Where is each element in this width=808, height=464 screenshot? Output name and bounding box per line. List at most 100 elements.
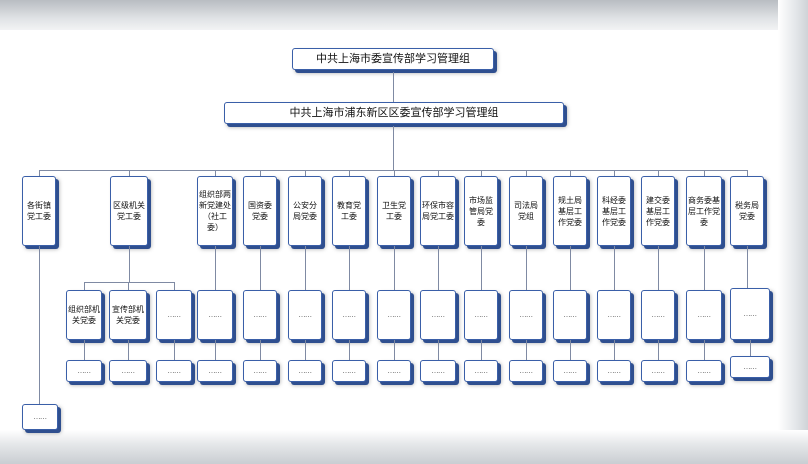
department-14-placeholder: …… bbox=[730, 288, 770, 340]
department-d9: 司法局党组 bbox=[509, 176, 543, 246]
dept-to-placeholder-line bbox=[438, 246, 439, 290]
department-d3-label: 国资委党委 bbox=[248, 201, 272, 221]
dept-to-placeholder-line bbox=[526, 246, 527, 290]
placeholder-chain-line bbox=[349, 340, 350, 360]
department-14-sub-placeholder-label: …… bbox=[743, 362, 758, 371]
department-4-placeholder-label: …… bbox=[298, 310, 313, 319]
department-14-placeholder-label: …… bbox=[743, 309, 758, 318]
d0-vertical-line bbox=[39, 246, 40, 404]
dept-to-placeholder-line bbox=[260, 246, 261, 290]
department-d10: 规土局基层工作党委 bbox=[553, 176, 587, 246]
sub-unit-s2: 宣传部机关党委 bbox=[109, 290, 147, 340]
dept-to-placeholder-line bbox=[215, 246, 216, 290]
department-d7-label: 环保市容局党工委 bbox=[422, 201, 454, 221]
department-drop-line bbox=[129, 170, 130, 176]
department-11-sub-placeholder: …… bbox=[597, 360, 631, 382]
placeholder-chain-line bbox=[260, 340, 261, 360]
background-right-band bbox=[778, 0, 808, 464]
d0-placeholder-box-label: …… bbox=[33, 412, 48, 421]
department-d12: 建交委基层工作党委 bbox=[641, 176, 675, 246]
department-drop-line bbox=[39, 170, 40, 176]
placeholder-chain-line bbox=[394, 340, 395, 360]
background-top-band bbox=[0, 0, 808, 30]
department-8-placeholder: …… bbox=[464, 290, 498, 340]
department-5-placeholder-label: …… bbox=[342, 310, 357, 319]
department-7-placeholder-label: …… bbox=[431, 310, 446, 319]
department-d0-label: 各街镇党工委 bbox=[27, 201, 51, 221]
sub-unit-s3-label: …… bbox=[167, 310, 182, 319]
sub-unit-drop-line bbox=[128, 282, 129, 290]
sub-unit-drop-line bbox=[174, 282, 175, 290]
department-7-sub-placeholder-label: …… bbox=[431, 366, 446, 375]
department-12-sub-placeholder-label: …… bbox=[651, 366, 666, 375]
department-13-placeholder-label: …… bbox=[697, 310, 712, 319]
department-9-sub-placeholder-label: …… bbox=[519, 366, 534, 375]
placeholder-chain-line bbox=[750, 340, 751, 356]
department-bus-line bbox=[39, 170, 747, 171]
department-d5-label: 教育党工委 bbox=[337, 201, 361, 221]
department-d9-label: 司法局党组 bbox=[514, 201, 538, 221]
department-9-sub-placeholder: …… bbox=[509, 360, 543, 382]
department-6-placeholder-label: …… bbox=[387, 310, 402, 319]
department-10-sub-placeholder-label: …… bbox=[563, 366, 578, 375]
department-2-placeholder: …… bbox=[197, 290, 233, 340]
placeholder-chain-line bbox=[481, 340, 482, 360]
department-drop-line bbox=[438, 170, 439, 176]
department-5-sub-placeholder-label: …… bbox=[342, 366, 357, 375]
department-3-placeholder-label: …… bbox=[253, 310, 268, 319]
department-d7: 环保市容局党工委 bbox=[420, 176, 456, 246]
department-6-sub-placeholder-label: …… bbox=[387, 366, 402, 375]
root-node: 中共上海市委宣传部学习管理组 bbox=[292, 48, 494, 70]
background-bottom-band bbox=[0, 430, 808, 464]
department-drop-line bbox=[215, 170, 216, 176]
dept-to-placeholder-line bbox=[349, 246, 350, 290]
department-d14: 税务局党委 bbox=[730, 176, 764, 246]
sub-unit-s3-placeholder-label: …… bbox=[167, 366, 182, 375]
department-d5: 教育党工委 bbox=[332, 176, 366, 246]
placeholder-chain-line bbox=[438, 340, 439, 360]
department-7-sub-placeholder: …… bbox=[420, 360, 456, 382]
placeholder-chain-line bbox=[570, 340, 571, 360]
placeholder-chain-line bbox=[526, 340, 527, 360]
department-5-sub-placeholder: …… bbox=[332, 360, 366, 382]
department-drop-line bbox=[260, 170, 261, 176]
department-d8: 市场监管局党委 bbox=[464, 176, 498, 246]
placeholder-chain-line bbox=[215, 340, 216, 360]
department-12-sub-placeholder: …… bbox=[641, 360, 675, 382]
dept-to-placeholder-line bbox=[570, 246, 571, 290]
sub-unit-to-placeholder-line bbox=[174, 340, 175, 360]
department-drop-line bbox=[526, 170, 527, 176]
sub-unit-s1-placeholder-label: …… bbox=[77, 366, 92, 375]
department-4-sub-placeholder-label: …… bbox=[298, 366, 313, 375]
department-drop-line bbox=[614, 170, 615, 176]
department-3-sub-placeholder: …… bbox=[243, 360, 277, 382]
department-8-sub-placeholder: …… bbox=[464, 360, 498, 382]
department-2-sub-placeholder: …… bbox=[197, 360, 233, 382]
department-d2: 组织部两新党建处（社工委） bbox=[197, 176, 233, 246]
level1-node: 中共上海市浦东新区区委宣传部学习管理组 bbox=[224, 102, 564, 124]
department-10-sub-placeholder: …… bbox=[553, 360, 587, 382]
department-6-placeholder: …… bbox=[377, 290, 411, 340]
d0-placeholder-box: …… bbox=[22, 404, 58, 430]
sub-unit-s2-placeholder-label: …… bbox=[121, 366, 136, 375]
department-13-sub-placeholder: …… bbox=[686, 360, 722, 382]
department-d6: 卫生党工委 bbox=[377, 176, 411, 246]
department-10-placeholder: …… bbox=[553, 290, 587, 340]
d1-drop-line bbox=[129, 246, 130, 282]
department-d4: 公安分局党委 bbox=[288, 176, 322, 246]
dept-to-placeholder-line bbox=[394, 246, 395, 290]
department-11-placeholder: …… bbox=[597, 290, 631, 340]
department-d4-label: 公安分局党委 bbox=[293, 201, 317, 221]
department-12-placeholder: …… bbox=[641, 290, 675, 340]
department-d0: 各街镇党工委 bbox=[22, 176, 56, 246]
department-d14-label: 税务局党委 bbox=[735, 201, 759, 221]
department-drop-line bbox=[481, 170, 482, 176]
department-10-placeholder-label: …… bbox=[563, 310, 578, 319]
placeholder-chain-line bbox=[305, 340, 306, 360]
dept-to-placeholder-line bbox=[614, 246, 615, 290]
department-9-placeholder-label: …… bbox=[519, 310, 534, 319]
dept-to-placeholder-line bbox=[704, 246, 705, 290]
placeholder-chain-line bbox=[614, 340, 615, 360]
sub-unit-s1-label: 组织部机关党委 bbox=[68, 305, 100, 325]
department-d13: 商务委基层工作党委 bbox=[686, 176, 722, 246]
